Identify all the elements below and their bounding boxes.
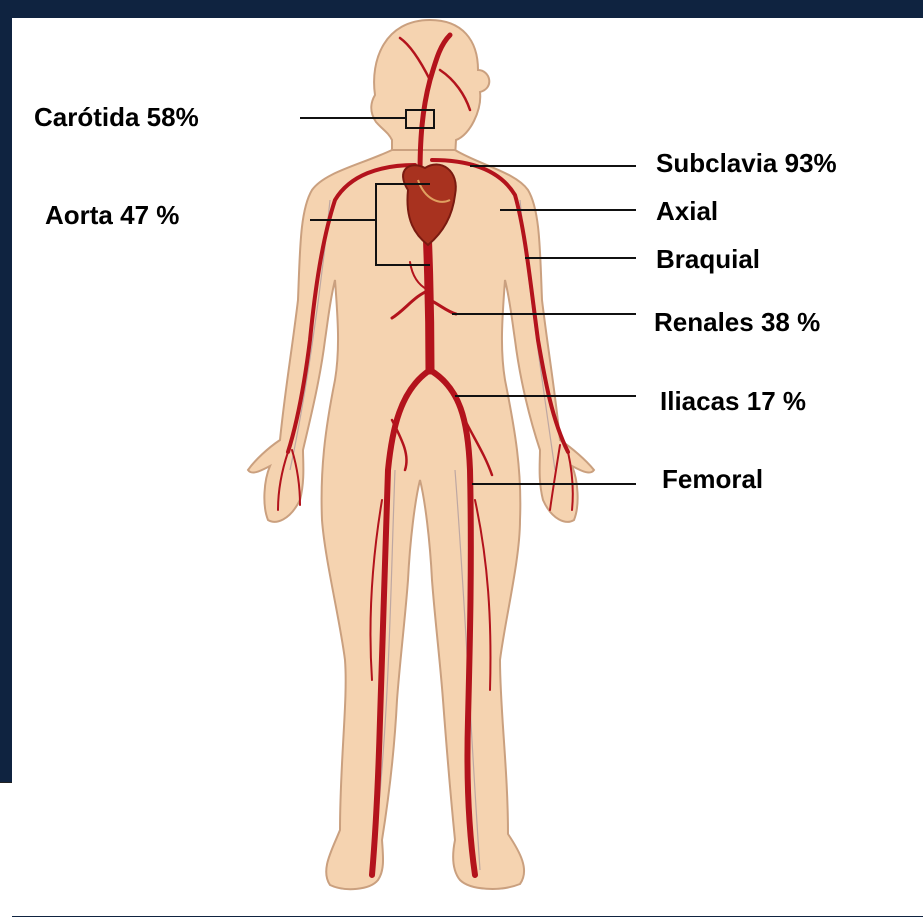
- label-aorta: Aorta 47 %: [45, 202, 179, 228]
- label-subclavia: Subclavia 93%: [656, 150, 837, 176]
- label-renales: Renales 38 %: [654, 309, 820, 335]
- label-carotida: Carótida 58%: [34, 104, 199, 130]
- label-braquial: Braquial: [656, 246, 760, 272]
- label-iliacas: Iliacas 17 %: [660, 388, 806, 414]
- label-axial: Axial: [656, 198, 718, 224]
- label-femoral: Femoral: [662, 466, 763, 492]
